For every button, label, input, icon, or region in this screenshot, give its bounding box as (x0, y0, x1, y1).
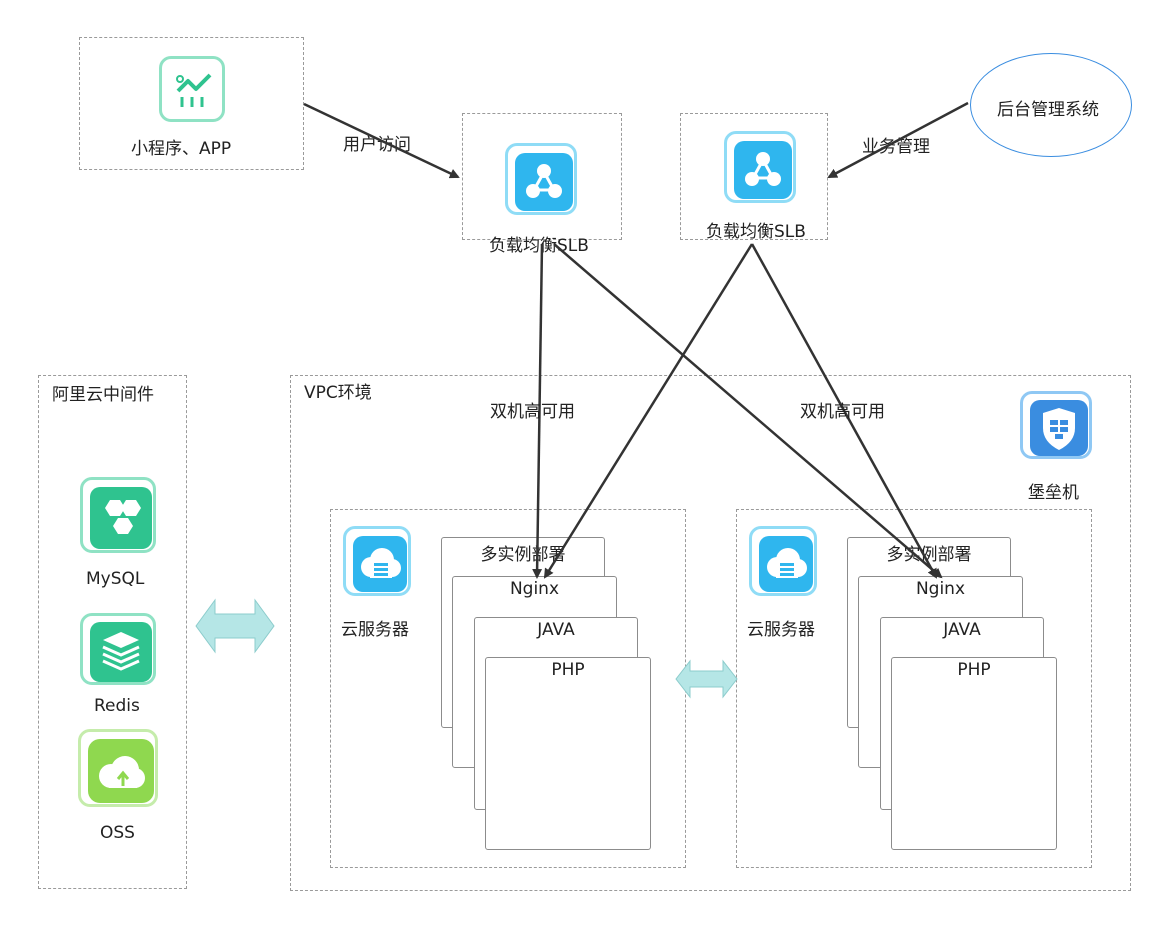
bastion-icon (1020, 391, 1092, 459)
cloud-server-left-label: 云服务器 (341, 620, 409, 640)
cloud-server-left-icon (343, 526, 411, 596)
middleware-box (38, 375, 187, 889)
slb-right-to-nginx-left (543, 243, 754, 579)
business-mgmt-arrow (827, 101, 969, 179)
admin-system-label: 后台管理系统 (997, 100, 1099, 120)
bastion-label: 堡垒机 (1028, 483, 1079, 503)
server-to-server-bidirectional-arrow (675, 659, 738, 699)
mysql-icon (80, 477, 156, 553)
mysql-label: MySQL (86, 569, 145, 589)
stack-right-php: PHP (891, 657, 1057, 850)
stack-left-java-label: JAVA (537, 620, 575, 640)
user-access-label: 用户访问 (343, 135, 411, 155)
ha-right-label: 双机高可用 (800, 402, 885, 422)
stack-left-nginx-label: Nginx (509, 579, 560, 599)
stack-right-nginx-label: Nginx (915, 579, 966, 599)
cloud-server-right-label: 云服务器 (747, 620, 815, 640)
redis-icon (80, 613, 156, 685)
ha-left-label: 双机高可用 (490, 402, 575, 422)
client-label: 小程序、APP (131, 139, 232, 159)
slb-left-to-nginx-left (532, 243, 544, 579)
redis-label: Redis (94, 696, 140, 716)
admin-system-ellipse (970, 53, 1132, 157)
slb-right-to-nginx-right (750, 243, 938, 579)
stack-right-java-label: JAVA (943, 620, 981, 640)
slb-right-icon (724, 131, 796, 203)
vpc-box (290, 375, 1131, 891)
business-mgmt-label: 业务管理 (862, 137, 930, 157)
cloud-server-right-icon (749, 526, 817, 596)
middleware-title: 阿里云中间件 (52, 385, 154, 405)
slb-left-to-nginx-right (553, 243, 943, 579)
middleware-vpc-bidirectional-arrow (195, 598, 275, 654)
stack-left-php-label: PHP (551, 660, 585, 680)
oss-icon (78, 729, 158, 807)
user-access-arrow (303, 102, 460, 179)
server-right-box (736, 509, 1092, 868)
stack-left-php: PHP (485, 657, 651, 850)
oss-label: OSS (100, 823, 135, 843)
mini-program-icon (159, 56, 225, 122)
slb-left-box (462, 113, 622, 240)
vpc-title: VPC环境 (304, 383, 372, 403)
stack-left-multi-instance-label: 多实例部署 (480, 545, 566, 565)
slb-right-label: 负载均衡SLB (706, 222, 806, 242)
slb-left-icon (505, 143, 577, 215)
client-box (79, 37, 304, 170)
stack-right-php-label: PHP (957, 660, 991, 680)
